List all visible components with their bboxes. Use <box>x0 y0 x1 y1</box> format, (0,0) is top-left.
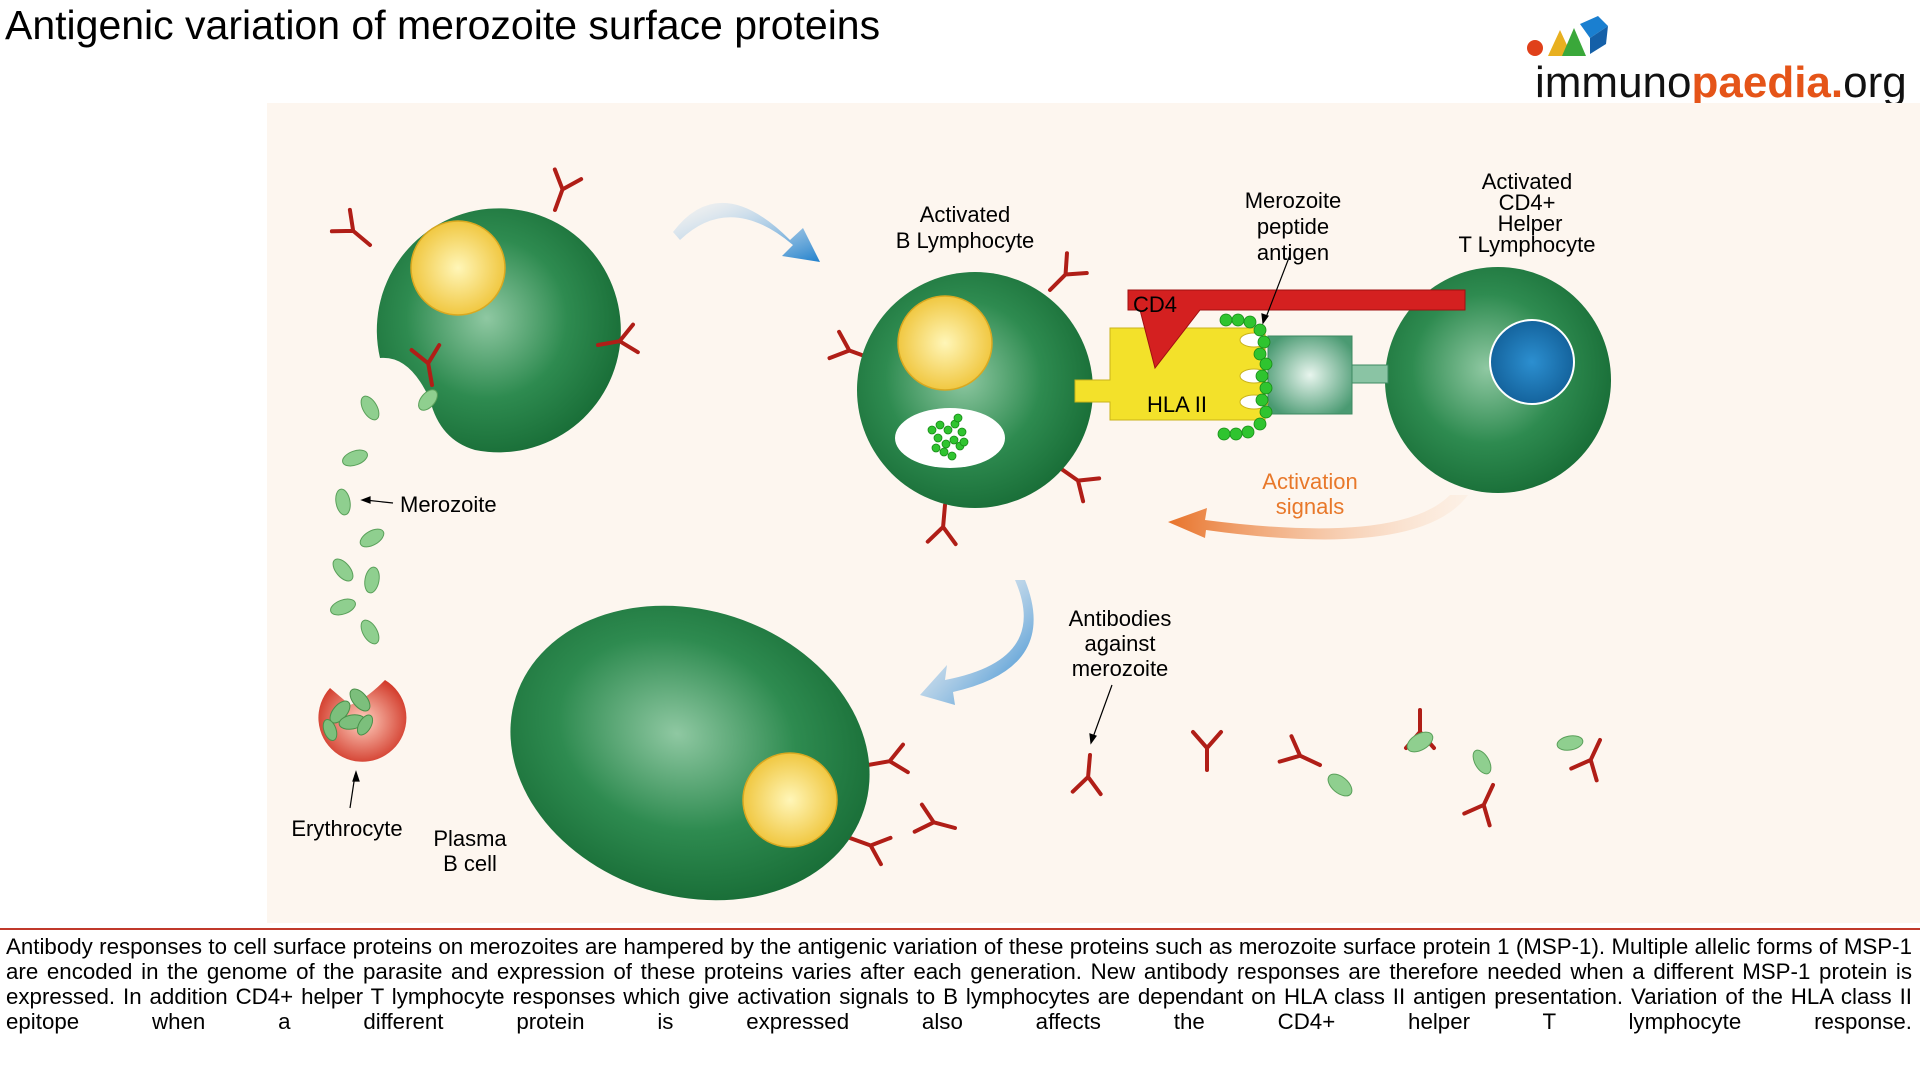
antibody-icon <box>596 322 640 355</box>
nucleus-icon <box>742 752 838 848</box>
arrow-bottom-icon <box>920 580 1034 705</box>
merozoite-icon <box>359 528 385 548</box>
merozoite-icon <box>332 558 354 582</box>
arrow-top-icon <box>673 202 820 262</box>
merozoite-icon <box>335 488 351 516</box>
immunopaedia-logo[interactable]: immunopaedia.org <box>1520 8 1920 108</box>
logo-dot: . <box>1830 58 1844 107</box>
label-activated-b-line1: Activated <box>920 202 1011 227</box>
peptide-cluster-icon <box>927 413 969 461</box>
page-title: Antigenic variation of merozoite surface… <box>5 2 881 48</box>
antibody-icon <box>1277 734 1322 767</box>
logo-shapes-icon <box>1527 16 1608 56</box>
antibody-icon <box>848 835 893 867</box>
label-cd4: CD4 <box>1133 292 1177 317</box>
antibody-icon <box>1058 466 1102 504</box>
logo-prefix: immuno <box>1535 58 1692 107</box>
antibody-icon <box>1070 753 1103 797</box>
activated-t-lymphocyte <box>1385 267 1611 493</box>
logo-wordmark: immunopaedia.org <box>1535 58 1907 108</box>
activated-b-lymphocyte <box>857 272 1093 508</box>
diagram-labels: Activated B Lymphocyte Merozoite peptide… <box>291 169 1595 876</box>
cd4-molecule <box>1127 289 1466 370</box>
antibody-icon <box>1462 783 1495 828</box>
nucleus-icon <box>1489 319 1575 405</box>
label-antibodies-line1: Antibodies <box>1069 606 1172 631</box>
label-activated-t-line1: Activated <box>1482 169 1573 194</box>
label-merozoite: Merozoite <box>400 492 497 517</box>
merozoite-icon <box>1327 773 1353 797</box>
merozoites <box>330 389 1584 797</box>
caption-text: Antibody responses to cell surface prote… <box>6 934 1912 1034</box>
label-erythrocyte: Erythrocyte <box>291 816 402 841</box>
merozoite-icon <box>342 449 368 467</box>
merozoite-icon <box>360 395 380 421</box>
merozoite-icon <box>1472 749 1492 775</box>
label-plasma-line2: B cell <box>443 851 497 876</box>
antibody-icon <box>409 343 442 387</box>
label-activated-t-line4: T Lymphocyte <box>1459 232 1596 257</box>
t-cell-receptor <box>1267 335 1389 415</box>
label-activation-line2: signals <box>1276 494 1344 519</box>
pointer-lines <box>349 254 1291 809</box>
merozoite-icon <box>418 389 438 411</box>
antibody-icon <box>1569 738 1602 783</box>
antibodies <box>329 167 1602 867</box>
merozoite-icon <box>1556 735 1584 751</box>
label-activation-line1: Activation <box>1262 469 1357 494</box>
merozoite-icon <box>364 566 380 594</box>
merozoite-icon <box>360 619 380 645</box>
erythrocyte <box>318 680 407 762</box>
antibody-icon <box>329 207 372 247</box>
label-antibodies-line3: merozoite <box>1072 656 1169 681</box>
antibody-icon <box>552 167 584 212</box>
merozoite-icon <box>1406 731 1434 753</box>
label-peptide-line3: antigen <box>1257 240 1329 265</box>
logo-suffix: org <box>1843 58 1907 107</box>
nucleus-icon <box>410 220 506 316</box>
label-peptide-line1: Merozoite <box>1245 188 1342 213</box>
label-peptide-line2: peptide <box>1257 214 1329 239</box>
antibody-icon <box>866 742 910 775</box>
plasma-b-cell <box>510 605 870 901</box>
label-activated-t-line3: Helper <box>1498 211 1563 236</box>
label-antibodies-line2: against <box>1085 631 1156 656</box>
label-activated-b-line2: B Lymphocyte <box>896 228 1035 253</box>
merozoite-icon <box>330 598 356 616</box>
nucleus-icon <box>897 295 993 391</box>
vesicle-icon <box>895 408 1005 468</box>
antibody-icon <box>1048 251 1089 292</box>
label-plasma-line1: Plasma <box>433 826 507 851</box>
b-cell-engulfing <box>376 208 621 453</box>
merozoite-peptide-chain <box>1217 313 1273 441</box>
label-hla: HLA II <box>1147 392 1207 417</box>
label-activated-t-line2: CD4+ <box>1499 190 1556 215</box>
caption-divider <box>0 928 1920 930</box>
antibody-icon <box>925 503 958 547</box>
logo-highlight: paedia <box>1691 58 1831 107</box>
antibody-icon <box>912 802 957 834</box>
antibody-icon <box>1191 730 1223 772</box>
activation-arrow-icon <box>1168 495 1468 540</box>
